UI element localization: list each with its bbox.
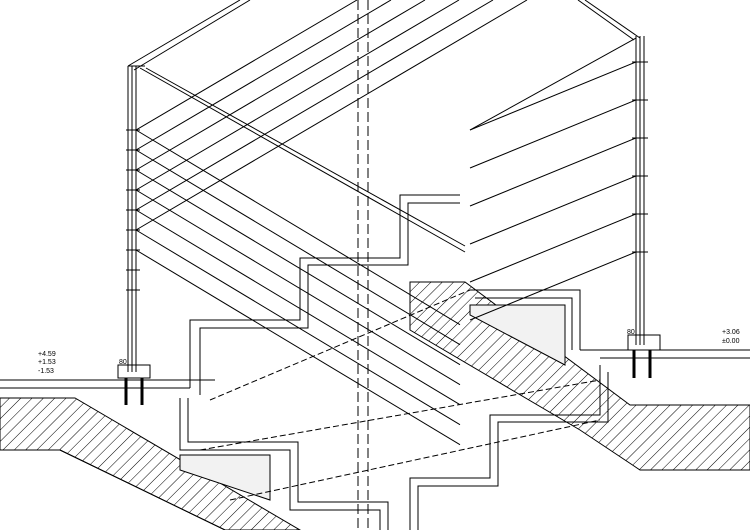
baluster-right bbox=[469, 137, 637, 207]
stair-profile-upper bbox=[189, 194, 460, 388]
stair-profile-right bbox=[417, 372, 609, 530]
post-dimension-left: 80 bbox=[119, 359, 127, 366]
hidden-line bbox=[199, 379, 601, 451]
post-dimension-right: 80 bbox=[627, 329, 635, 336]
baluster-right bbox=[469, 99, 637, 169]
landing-profile bbox=[475, 297, 573, 350]
landing-profile bbox=[470, 289, 581, 350]
baluster-down bbox=[135, 189, 461, 386]
baluster-right bbox=[469, 251, 637, 321]
baluster-right bbox=[469, 213, 637, 283]
hidden-line bbox=[229, 419, 601, 501]
stair-profile-lower bbox=[187, 398, 389, 530]
baluster-down bbox=[135, 149, 461, 346]
top-rail-left bbox=[127, 0, 241, 67]
concrete-right bbox=[469, 304, 566, 366]
slab-bottom bbox=[59, 449, 226, 530]
top-rail-right bbox=[584, 0, 641, 39]
baluster-up bbox=[135, 0, 426, 171]
level-label-left-2: +1.53 bbox=[38, 359, 56, 366]
base-plate-right bbox=[627, 334, 661, 351]
baluster-right bbox=[469, 37, 637, 131]
top-rail-left bbox=[133, 0, 251, 71]
level-label-right-1: +3.06 bbox=[722, 329, 740, 336]
baluster-up bbox=[135, 0, 358, 131]
stair-profile-lower bbox=[179, 398, 381, 530]
top-rail-right bbox=[577, 0, 635, 41]
baluster-down bbox=[135, 229, 461, 426]
handrail-down bbox=[145, 67, 466, 247]
baluster-right bbox=[469, 175, 637, 245]
baluster-up bbox=[135, 0, 460, 191]
baluster-up bbox=[135, 0, 392, 151]
handrail-down bbox=[139, 67, 466, 253]
base-plate-left bbox=[117, 364, 151, 379]
level-label-right-2: ±0.00 bbox=[722, 338, 740, 345]
baluster-up bbox=[135, 0, 528, 231]
baluster-down bbox=[135, 129, 461, 326]
baluster-right bbox=[469, 61, 637, 131]
level-label-left-3: -1.53 bbox=[38, 368, 54, 375]
baluster-up bbox=[135, 0, 494, 211]
baluster-down bbox=[135, 169, 461, 366]
stair-profile-right bbox=[409, 365, 601, 530]
baluster-down bbox=[135, 209, 461, 406]
stair-profile-upper bbox=[199, 202, 460, 395]
hidden-line bbox=[209, 289, 471, 401]
baluster-down bbox=[135, 249, 461, 446]
concrete-left bbox=[179, 454, 271, 501]
level-label-left-1: +4.59 bbox=[38, 351, 56, 358]
